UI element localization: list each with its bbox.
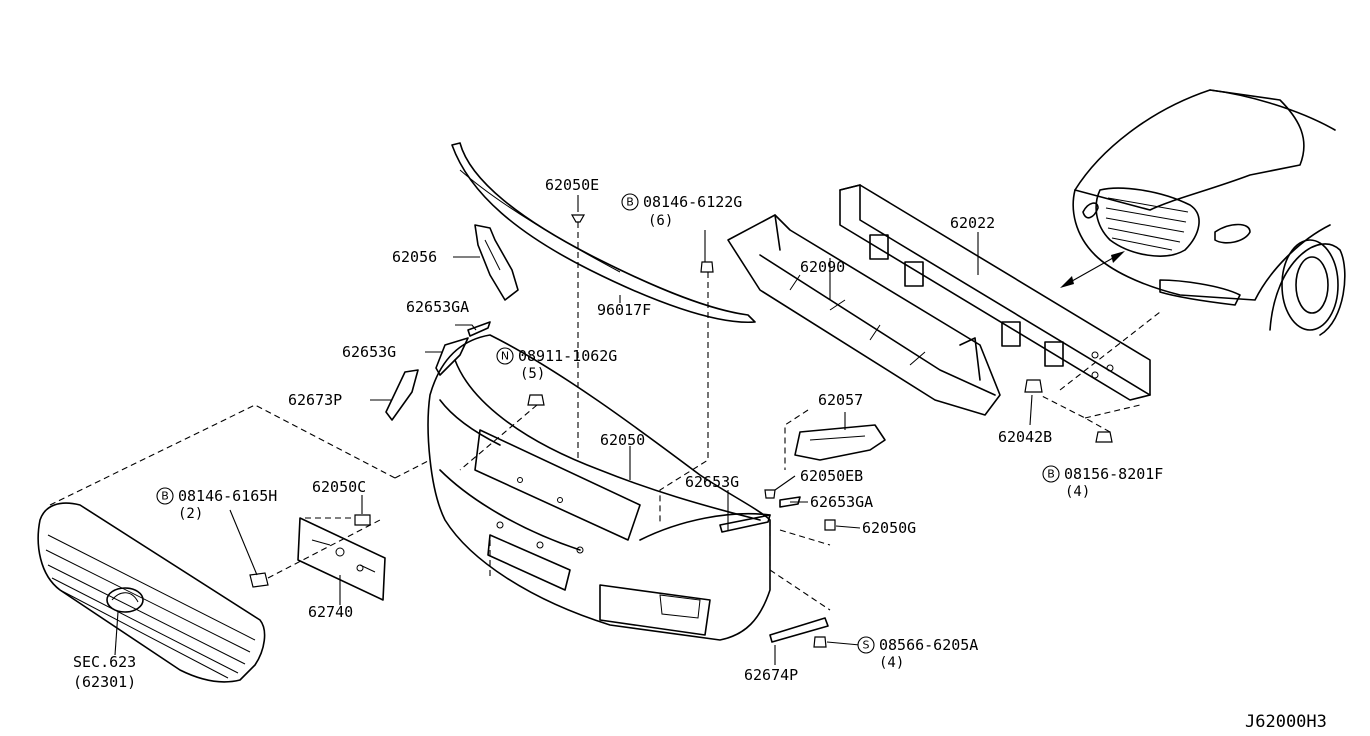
nut-marker-letter: N [501, 350, 509, 363]
qty-08566-6205A: (4) [879, 655, 904, 671]
screw-marker-letter: S [863, 639, 870, 652]
bumper-fascia-62050 [427, 334, 771, 641]
trim-pieces [385, 321, 829, 643]
label-62653GA-bottom: 62653GA [810, 493, 873, 511]
label-08911-1062G: 08911-1062G [518, 347, 617, 365]
label-08156-8201F: 08156-8201F [1064, 465, 1163, 483]
assembly-dashed-lines [49, 222, 1161, 611]
energy-absorber-62090 [727, 214, 1001, 416]
label-62673P: 62673P [288, 391, 342, 409]
screw-marker-icon [857, 636, 875, 654]
label-62057: 62057 [818, 391, 863, 409]
label-62301: (62301) [73, 673, 136, 691]
qty-08156-8201F: (4) [1065, 484, 1090, 500]
label-62050: 62050 [600, 431, 645, 449]
label-62653G-bottom: 62653G [685, 473, 739, 491]
label-62090: 62090 [800, 258, 845, 276]
qty-08146-6122G: (6) [648, 213, 673, 229]
qty-08146-6165H: (2) [178, 506, 203, 522]
bolt-marker-icon [156, 487, 174, 505]
label-62653GA-top: 62653GA [406, 298, 469, 316]
bolt-marker-letter: B [626, 196, 634, 209]
bracket-62057 [794, 424, 886, 461]
fasteners [249, 214, 1113, 648]
qty-08911-1062G: (5) [520, 366, 545, 382]
label-SEC623: SEC.623 [73, 653, 136, 671]
leader-lines [114, 195, 1033, 665]
bumper-reinforcement-62022 [839, 184, 1151, 401]
label-62022: 62022 [950, 214, 995, 232]
upper-moulding-96017F [451, 142, 756, 324]
label-62050G: 62050G [862, 519, 916, 537]
label-08146-6165H: 08146-6165H [178, 487, 277, 505]
label-62653G-top: 62653G [342, 343, 396, 361]
label-62740: 62740 [308, 603, 353, 621]
bolt-marker-icon [621, 193, 639, 211]
label-62050E: 62050E [545, 176, 599, 194]
label-08146-6122G: 08146-6122G [643, 193, 742, 211]
bolt-marker-letter: B [1047, 468, 1055, 481]
license-bracket-62740 [297, 517, 386, 601]
label-62056: 62056 [392, 248, 437, 266]
label-08566-6205A: 08566-6205A [879, 636, 978, 654]
bolt-marker-letter: B [161, 490, 169, 503]
label-96017F: 96017F [597, 301, 651, 319]
bracket-62056 [474, 224, 519, 301]
grille-62301 [37, 502, 266, 683]
label-62674P: 62674P [744, 666, 798, 684]
part-labels: 62050E B 08146-6122G (6) 62022 62090 620… [73, 176, 1327, 732]
label-62042B: 62042B [998, 428, 1052, 446]
nut-marker-icon [496, 347, 514, 365]
diagram-code: J62000H3 [1245, 712, 1327, 732]
vehicle-front-illustration [1060, 89, 1346, 336]
label-62050EB: 62050EB [800, 467, 863, 485]
label-62050C: 62050C [312, 478, 366, 496]
bolt-marker-icon [1042, 465, 1060, 483]
